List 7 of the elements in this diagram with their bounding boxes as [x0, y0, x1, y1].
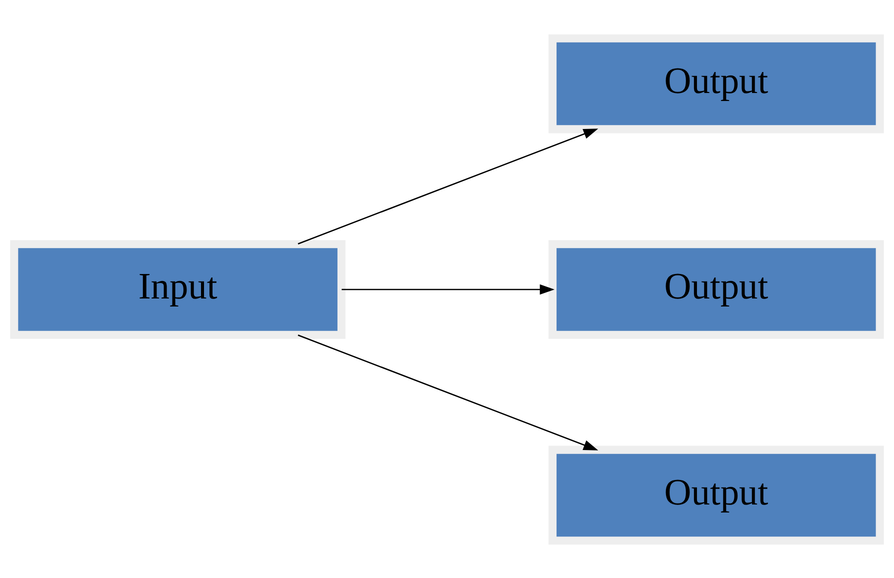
arrow	[342, 284, 555, 294]
node-box: Output	[548, 34, 884, 133]
node-box: Input	[10, 240, 346, 338]
arrow	[298, 334, 598, 450]
node-box: Output	[548, 240, 884, 338]
node-box: Output	[548, 445, 884, 544]
arrow	[298, 128, 598, 244]
